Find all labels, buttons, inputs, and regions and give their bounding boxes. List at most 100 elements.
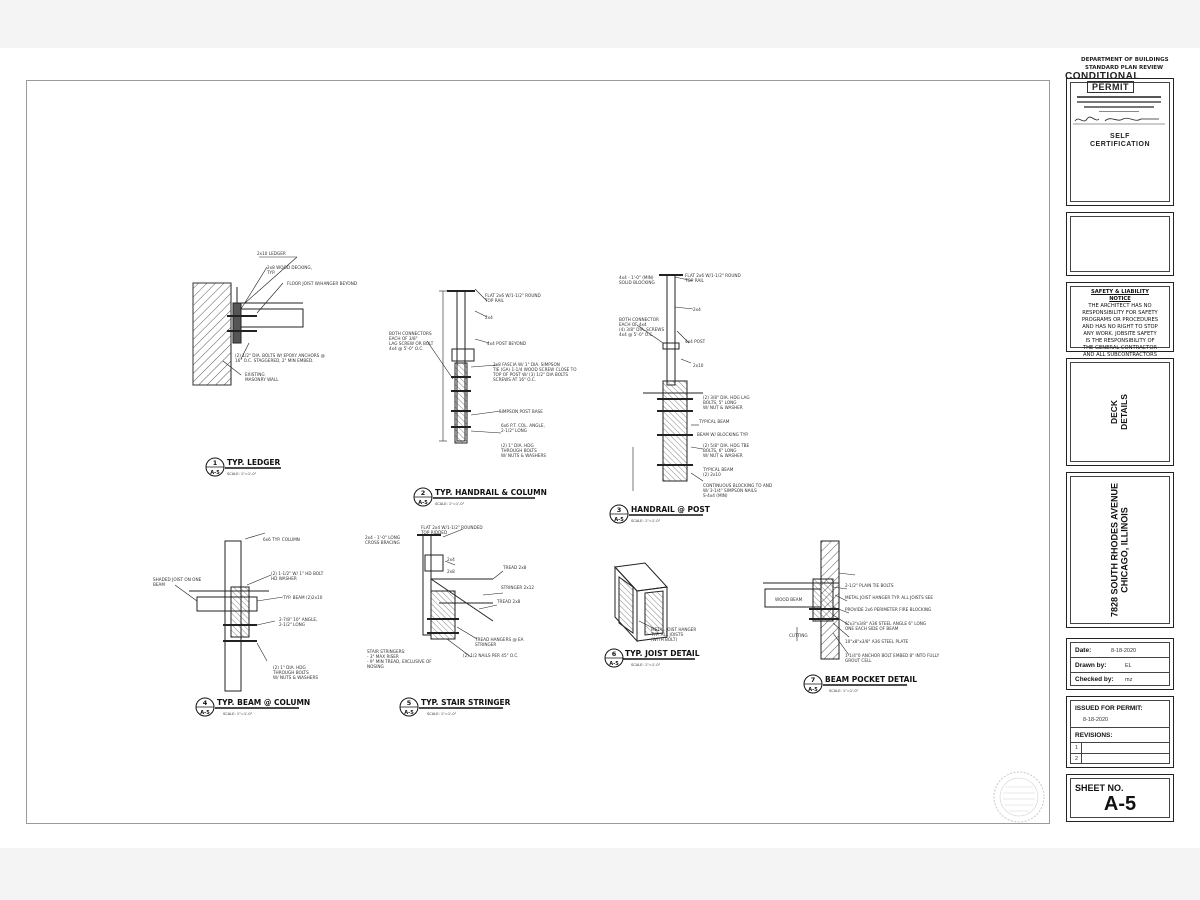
svg-text:METAL JOIST HANGER TYP. ALL JO: METAL JOIST HANGER TYP. ALL JOISTS SEE [845, 595, 933, 600]
svg-text:FLOOR JOIST W/HANGER BEYOND: FLOOR JOIST W/HANGER BEYOND [287, 281, 357, 286]
svg-text:- 9" MIN TREAD, EXCLUSIVE OF: - 9" MIN TREAD, EXCLUSIVE OF [367, 659, 432, 664]
svg-text:BOTH CONNECTORS: BOTH CONNECTORS [389, 331, 432, 336]
svg-text:THROUGH BOLTS: THROUGH BOLTS [272, 670, 309, 675]
svg-text:2x8 WOOD DECKING,: 2x8 WOOD DECKING, [267, 265, 312, 270]
svg-text:W/ NUT & WASHER: W/ NUT & WASHER [703, 405, 743, 410]
svg-text:BOTH CONNECTOR: BOTH CONNECTOR [619, 317, 659, 322]
svg-text:TREAD 2x8: TREAD 2x8 [496, 599, 521, 604]
svg-text:TREAD 2x8: TREAD 2x8 [502, 565, 527, 570]
detail-5-sheet: A-5 [404, 710, 414, 716]
detail-4-scale: SCALE: 1"=1'-0" [223, 712, 253, 716]
safety-heading-2: NOTICE [1109, 296, 1131, 303]
svg-text:W/ NUTS & WASHERS: W/ NUTS & WASHERS [273, 675, 318, 680]
svg-text:(2) 5/8" DIA. HDG TBE: (2) 5/8" DIA. HDG TBE [703, 443, 750, 448]
svg-text:CUTTING: CUTTING [789, 633, 808, 638]
svg-text:(2) 1/2" DIA. BOLTS W/ EPOXY A: (2) 1/2" DIA. BOLTS W/ EPOXY ANCHORS @ [235, 353, 325, 358]
svg-text:2x10: 2x10 [693, 363, 704, 368]
svg-text:W/ NUT & WASHER: W/ NUT & WASHER [703, 453, 743, 458]
detail-title-5: 5 A-5 TYP. STAIR STRINGER SCALE: 1"=1'-0… [399, 697, 511, 717]
safety-notice-box: SAFETY & LIABILITY NOTICE THE ARCHITECT … [1066, 282, 1174, 358]
svg-text:ONE EACH SIDE OF BEAM: ONE EACH SIDE OF BEAM [845, 626, 899, 631]
svg-text:(4) 3/8" DIA. SCREWS: (4) 3/8" DIA. SCREWS [619, 327, 664, 332]
detail-3-title: HANDRAIL @ POST [631, 505, 711, 514]
detail-1-number: 1 [213, 459, 218, 467]
svg-text:TYPICAL BEAM: TYPICAL BEAM [702, 467, 734, 472]
stamp-fine-print [1077, 95, 1161, 112]
safety-line-1: THE ARCHITECT HAS NO [1088, 303, 1152, 310]
detail-title-2: 2 A-5 TYP. HANDRAIL & COLUMN SCALE: 1"=1… [413, 487, 547, 507]
svg-text:(WITH BOLT): (WITH BOLT) [651, 637, 677, 642]
svg-text:BOLTS, 6" LONG: BOLTS, 6" LONG [703, 448, 737, 453]
safety-line-7: THE GENERAL CONTRACTOR [1082, 345, 1158, 352]
svg-text:FLAT 2x6 W/1-1/2" ROUND: FLAT 2x6 W/1-1/2" ROUND [485, 293, 541, 298]
detail-1-sheet: A-5 [210, 470, 220, 476]
svg-text:10"x8"x3/8" A36 STEEL PLATE: 10"x8"x3/8" A36 STEEL PLATE [845, 639, 909, 644]
detail-title-3: 3 A-5 HANDRAIL @ POST SCALE: 1"=1'-0" [609, 504, 711, 524]
svg-text:6"x3"x3/8" A36 STEEL ANGLE 6": 6"x3"x3/8" A36 STEEL ANGLE 6" LONG [845, 621, 926, 626]
safety-heading: SAFETY & LIABILITY [1091, 289, 1149, 295]
svg-text:1-1/4"0 ANCHOR BOLT EMBED 8" I: 1-1/4"0 ANCHOR BOLT EMBED 8" INTO FULLY [845, 653, 940, 658]
svg-text:BEAM W/ BLOCKING TYP.: BEAM W/ BLOCKING TYP. [697, 432, 749, 437]
sheet-number: A-5 [1103, 793, 1137, 815]
revision-1: 1 [1075, 745, 1079, 751]
svg-text:2-1/2" LONG: 2-1/2" LONG [501, 428, 527, 433]
detail-4-drawing [174, 532, 284, 692]
svg-text:TYP. ALL JOISTS: TYP. ALL JOISTS [650, 632, 683, 637]
svg-text:4x4 POST: 4x4 POST [685, 339, 706, 344]
svg-text:TOP RAIL: TOP RAIL [484, 298, 505, 303]
svg-text:TOP OF POST W/ (3) 1/2" DIA BO: TOP OF POST W/ (3) 1/2" DIA BOLTS [492, 372, 568, 377]
svg-text:STRINGER: STRINGER [475, 642, 496, 647]
detail-drawings: 2x10 LEDGER 2x8 WOOD DECKING, TYP. FLOOR… [153, 251, 1045, 823]
detail-1-drawing [192, 256, 304, 386]
svg-text:SOLID BLOCKING: SOLID BLOCKING [619, 280, 655, 285]
svg-text:GROUT CELL: GROUT CELL [845, 658, 872, 663]
svg-text:TYP.: TYP. [266, 270, 275, 275]
info-box: Date: 8-18-2020 Drawn by: EL Checked by:… [1066, 638, 1174, 690]
svg-text:TREAD HANGERS @ EA: TREAD HANGERS @ EA [474, 637, 524, 642]
safety-line-4: AND HAS NO RIGHT TO STOP [1082, 324, 1158, 331]
svg-text:BEAM: BEAM [153, 582, 165, 587]
svg-text:WOOD BEAM: WOOD BEAM [775, 597, 803, 602]
drawing-sheet: 2x10 LEDGER 2x8 WOOD DECKING, TYP. FLOOR… [0, 48, 1200, 848]
architect-seal [993, 771, 1045, 823]
detail-6-drawing [613, 562, 669, 643]
safety-notice: SAFETY & LIABILITY NOTICE THE ARCHITECT … [1073, 289, 1167, 359]
svg-text:NOSING: NOSING [367, 664, 384, 669]
svg-text:2x4: 2x4 [447, 557, 455, 562]
detail-2-number: 2 [421, 489, 426, 497]
safety-line-6: IS THE RESPONSIBILITY OF [1085, 338, 1155, 345]
detail-6-scale: SCALE: 1"=1'-0" [631, 663, 661, 667]
checked-by-label: Checked by: [1075, 676, 1114, 683]
svg-text:EACH OF 3/8": EACH OF 3/8" [389, 336, 418, 341]
stamp-permit: PERMIT [1087, 81, 1135, 93]
svg-text:2x10 LEDGER: 2x10 LEDGER [257, 251, 286, 256]
project-address: 7828 SOUTH RHODES AVENUE CHICAGO, ILLINO… [1110, 483, 1131, 617]
checked-by-value: mz [1125, 677, 1133, 683]
detail-3-drawing [632, 274, 704, 491]
svg-text:EXISTING: EXISTING [245, 372, 265, 377]
svg-text:PROVIDE 2x6 PERIMETER FIRE BLO: PROVIDE 2x6 PERIMETER FIRE BLOCKING [845, 607, 931, 612]
revision-2: 2 [1075, 756, 1079, 762]
svg-text:TYPICAL BEAM: TYPICAL BEAM [698, 419, 730, 424]
svg-text:6x6 TYP. COLUMN: 6x6 TYP. COLUMN [263, 537, 300, 542]
safety-line-8: AND ALL SUBCONTRACTORS [1083, 352, 1157, 359]
detail-2-scale: SCALE: 1"=1'-0" [435, 502, 465, 506]
signature-icon [1073, 116, 1165, 125]
detail-title-7: 7 A-5 BEAM POCKET DETAIL SCALE: 1"=1'-0" [803, 674, 917, 694]
svg-text:(2) 2x10: (2) 2x10 [703, 472, 721, 477]
svg-text:TOP RIDDED: TOP RIDDED [420, 530, 447, 535]
date-value: 8-18-2020 [1111, 648, 1137, 654]
issued-value: 8-18-2020 [1083, 717, 1109, 723]
detail-4-sheet: A-5 [200, 710, 210, 716]
svg-text:FLAT 2x6 W/1-1/2" ROUND: FLAT 2x6 W/1-1/2" ROUND [685, 273, 741, 278]
stamp-review: STANDARD PLAN REVIEW [1085, 65, 1164, 71]
svg-text:2x4 - 1'-0" LONG: 2x4 - 1'-0" LONG [365, 535, 400, 540]
issued-box: ISSUED FOR PERMIT: 8-18-2020 REVISIONS: … [1066, 696, 1174, 768]
safety-line-5: ANY WORK. JOBSITE SAFETY [1083, 331, 1157, 338]
svg-text:BOLTS, 5" LONG: BOLTS, 5" LONG [703, 400, 737, 405]
detail-7-drawing [763, 540, 856, 660]
date-label: Date: [1075, 647, 1092, 654]
svg-text:EACH OF 4x4: EACH OF 4x4 [619, 322, 647, 327]
permit-stamp-box: DEPARTMENT OF BUILDINGS STANDARD PLAN RE… [1065, 57, 1174, 206]
sheet-title-line-2: DETAILS [1119, 394, 1129, 430]
